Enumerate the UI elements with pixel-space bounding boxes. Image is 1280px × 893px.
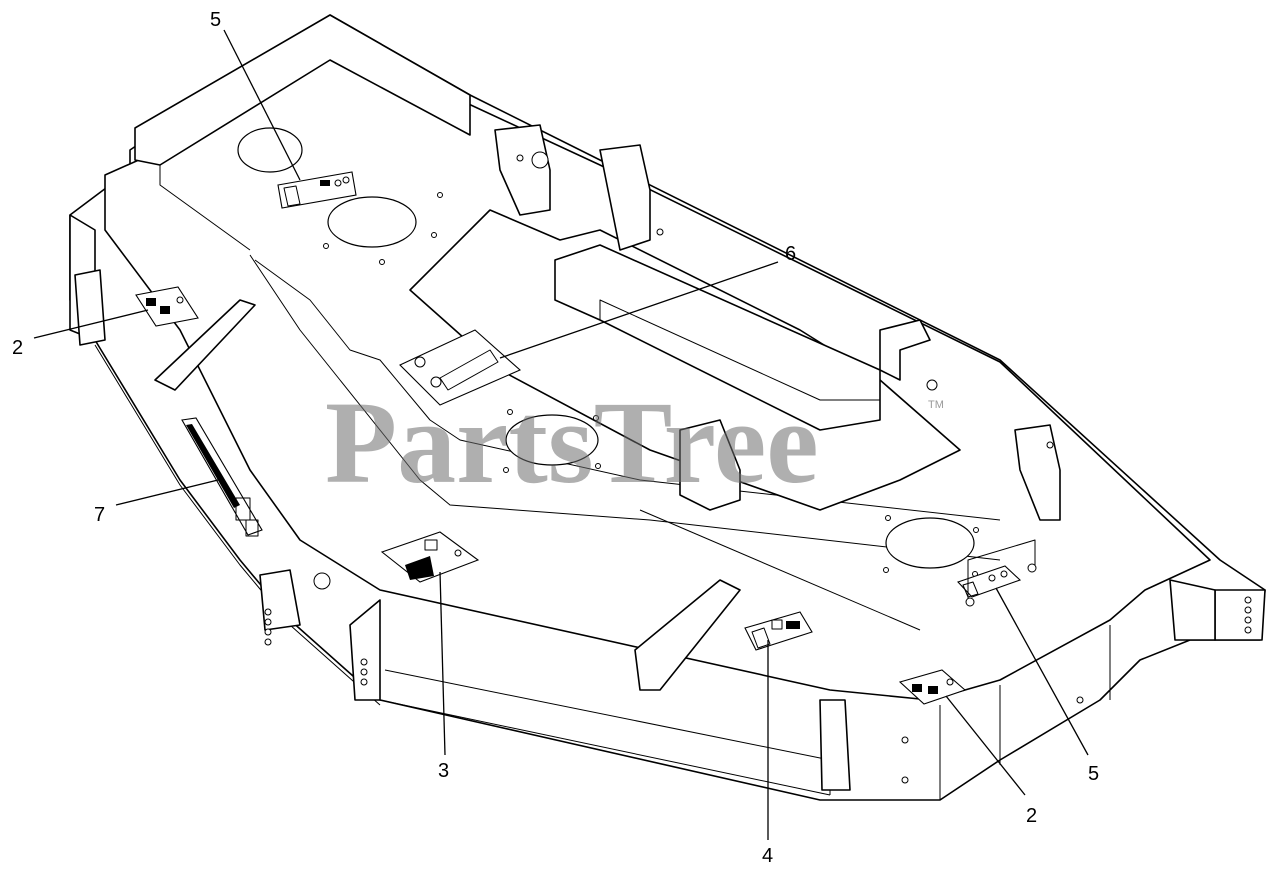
callout-4: 4: [762, 845, 773, 867]
decal-item-2-left: [135, 286, 199, 327]
leader-2-left: [33, 309, 149, 339]
leader-5-right: [995, 587, 1089, 756]
spindle-openings: [237, 127, 975, 569]
leader-3: [439, 571, 446, 756]
decal-item-6-belt-routing: [399, 329, 522, 406]
callout-2-right: 2: [1026, 805, 1037, 827]
callouts: 5 6 2 7 3 4 2 5: [12, 9, 1099, 867]
rear-pulley: [237, 127, 303, 173]
callout-6: 6: [785, 243, 796, 265]
callout-7: 7: [94, 504, 105, 526]
decal-item-5-rear: [277, 171, 357, 209]
decal-item-7-side: [181, 417, 263, 537]
decal-item-3-front-left: [380, 531, 480, 583]
watermark: PartsTree TM: [325, 377, 944, 508]
callout-5-right: 5: [1088, 763, 1099, 785]
decal-item-4-front-center: [744, 611, 813, 651]
belt-shields: [409, 144, 961, 511]
leader-lines: [33, 29, 1089, 840]
center-spindle-opening: [505, 414, 599, 466]
mounting-brackets: [69, 124, 1266, 791]
leader-7: [115, 479, 219, 506]
decal-item-2-right: [898, 669, 967, 705]
decal-item-5-right: [957, 539, 1037, 607]
left-spindle-opening: [327, 196, 417, 248]
leader-5-rear: [223, 29, 301, 181]
bolt-holes: [264, 151, 1252, 784]
watermark-text: PartsTree: [325, 377, 819, 508]
callout-5-rear: 5: [210, 9, 221, 31]
leader-2-right: [945, 695, 1026, 796]
callout-2-left: 2: [12, 337, 23, 359]
right-spindle-opening: [885, 517, 975, 569]
watermark-trademark: TM: [928, 399, 944, 411]
callout-3: 3: [438, 760, 449, 782]
leader-6: [499, 261, 779, 359]
